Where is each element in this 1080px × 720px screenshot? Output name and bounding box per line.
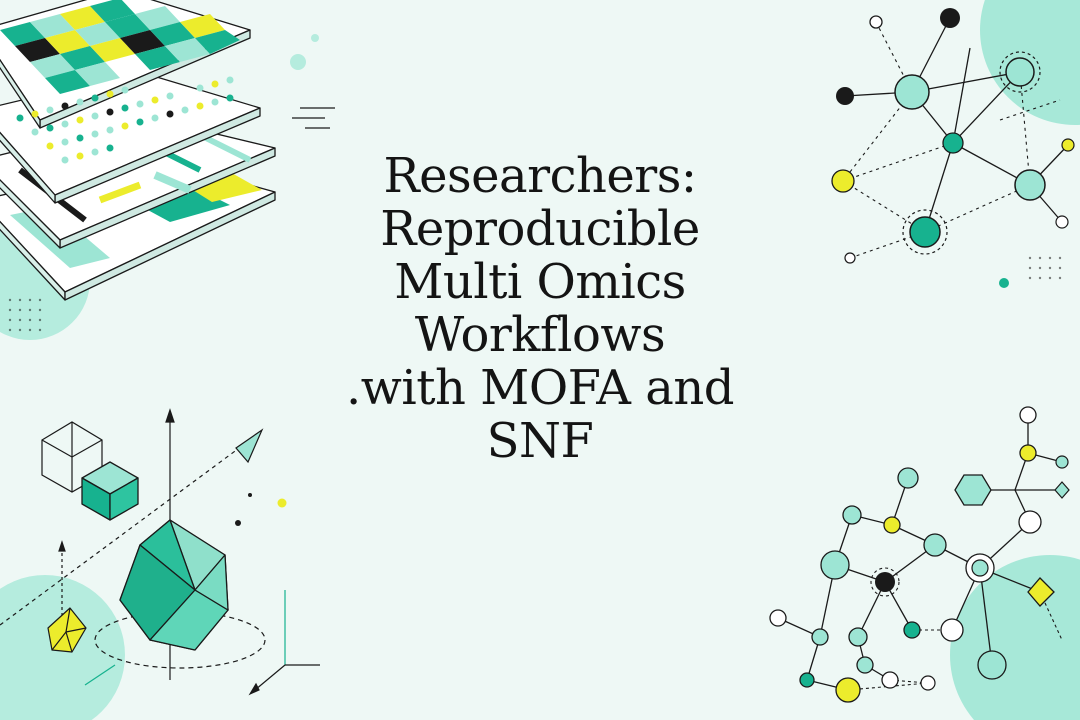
title-line-5: .with MOFA and xyxy=(346,360,734,416)
title-line-2: Reproducible xyxy=(380,201,700,257)
title-line-4: Workflows xyxy=(414,307,666,363)
page-title: Researchers: Reproducible Multi Omics Wo… xyxy=(260,150,820,468)
title-line-3: Multi Omics xyxy=(394,254,686,310)
title-line-6: SNF xyxy=(486,413,594,469)
title-line-1: Researchers: xyxy=(383,148,697,204)
